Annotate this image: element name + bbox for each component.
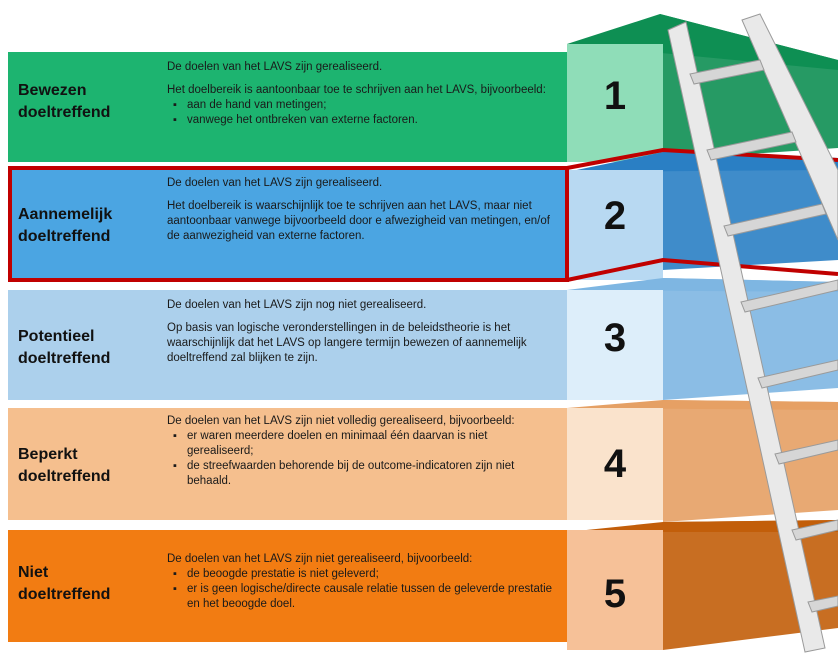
level-5-description: De doelen van het LAVS zijn niet gereali… bbox=[167, 552, 555, 612]
ladder bbox=[667, 13, 838, 653]
level-2-paragraph: De doelen van het LAVS zijn gerealiseerd… bbox=[167, 177, 383, 189]
level-2-front-panel bbox=[8, 170, 567, 280]
level-3-front-panel bbox=[8, 290, 567, 400]
level-1-title-line2: doeltreffend bbox=[18, 104, 111, 121]
level-4-paragraph: De doelen van het LAVS zijn niet volledi… bbox=[167, 415, 515, 427]
level-4-title: Beperkt doeltreffend bbox=[18, 444, 158, 488]
level-4-side-face bbox=[663, 400, 838, 522]
ladder-rung bbox=[723, 203, 827, 237]
level-5-bullet: er is geen logische/directe causale rela… bbox=[173, 582, 555, 612]
level-2-number: 2 bbox=[603, 194, 627, 238]
ladder-rung bbox=[791, 519, 838, 541]
level-4-bullet-list: er waren meerdere doelen en minimaal één… bbox=[167, 429, 555, 489]
level-5-title-line2: doeltreffend bbox=[18, 586, 111, 603]
level-3-title: Potentieel doeltreffend bbox=[18, 326, 158, 370]
level-3-paragraph: Op basis van logische veronderstellingen… bbox=[167, 322, 527, 364]
level-2-description: De doelen van het LAVS zijn gerealiseerd… bbox=[167, 176, 555, 244]
level-2-highlight-back-bottom bbox=[566, 257, 838, 282]
level-1-title-line1: Bewezen bbox=[18, 82, 87, 99]
level-3-number-block bbox=[567, 290, 663, 400]
level-4-bullet: er waren meerdere doelen en minimaal één… bbox=[173, 429, 555, 459]
level-1-description: De doelen van het LAVS zijn gerealiseerd… bbox=[167, 60, 555, 128]
ladder-right-rail bbox=[741, 13, 838, 241]
level-3-paragraph: De doelen van het LAVS zijn nog niet ger… bbox=[167, 299, 427, 311]
level-5-bullet-list: de beoogde prestatie is niet geleverd; e… bbox=[167, 567, 555, 612]
level-2-highlight-back-top bbox=[566, 147, 838, 170]
ladder-rung bbox=[740, 279, 838, 313]
level-1-bullet: aan de hand van metingen; bbox=[173, 98, 555, 113]
level-4-bullet: de streefwaarden behorende bij de outcom… bbox=[173, 459, 555, 489]
level-1-paragraph: Het doelbereik is aantoonbaar toe te sch… bbox=[167, 84, 546, 96]
ladder-rung bbox=[757, 359, 838, 389]
level-1-number: 1 bbox=[603, 74, 627, 118]
level-4-number: 4 bbox=[603, 442, 627, 486]
level-3-title-line1: Potentieel bbox=[18, 328, 95, 345]
level-5-number-block bbox=[567, 530, 663, 650]
level-2-highlight-frame bbox=[8, 166, 569, 282]
level-4-number-block bbox=[567, 408, 663, 520]
level-4-title-line2: doeltreffend bbox=[18, 468, 111, 485]
level-2-paragraph: Het doelbereik is waarschijnlijk toe te … bbox=[167, 200, 550, 242]
level-5-number: 5 bbox=[603, 572, 627, 616]
ladder-left-rail bbox=[667, 21, 826, 653]
level-5-title-line1: Niet bbox=[18, 564, 49, 581]
ladder-rung bbox=[706, 131, 797, 161]
level-3-title-line2: doeltreffend bbox=[18, 350, 111, 367]
level-1-bullet: vanwege het ontbreken van externe factor… bbox=[173, 113, 555, 128]
level-2-title-line1: Aannemelijk bbox=[18, 206, 113, 223]
level-2-title: Aannemelijk doeltreffend bbox=[18, 204, 158, 248]
level-4-description: De doelen van het LAVS zijn niet volledi… bbox=[167, 414, 555, 489]
level-3-number: 3 bbox=[603, 316, 627, 360]
level-2-title-line2: doeltreffend bbox=[18, 228, 111, 245]
level-1-bullet-list: aan de hand van metingen; vanwege het on… bbox=[167, 98, 555, 128]
ladder-rung bbox=[774, 439, 838, 465]
ladder-rung bbox=[689, 59, 765, 85]
level-1-paragraph: De doelen van het LAVS zijn gerealiseerd… bbox=[167, 61, 383, 73]
level-4-title-line1: Beperkt bbox=[18, 446, 78, 463]
level-5-bullet: de beoogde prestatie is niet geleverd; bbox=[173, 567, 555, 582]
level-1-number-block bbox=[567, 44, 663, 162]
level-5-title: Niet doeltreffend bbox=[18, 562, 158, 606]
ladder-rung bbox=[807, 595, 838, 613]
level-5-paragraph: De doelen van het LAVS zijn niet gereali… bbox=[167, 553, 473, 565]
level-3-description: De doelen van het LAVS zijn nog niet ger… bbox=[167, 298, 555, 366]
level-1-title: Bewezen doeltreffend bbox=[18, 80, 158, 124]
